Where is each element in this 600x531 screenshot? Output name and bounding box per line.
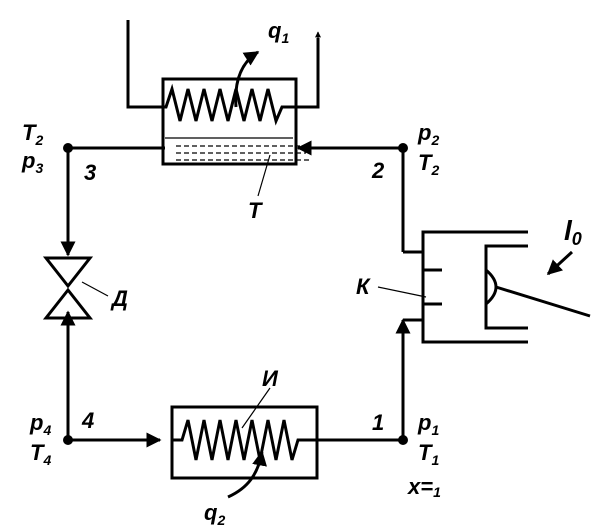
work-arrow bbox=[546, 250, 574, 276]
compressor bbox=[377, 230, 591, 344]
evaporator-leader bbox=[241, 387, 271, 429]
pipe-3-to-throttle bbox=[60, 146, 165, 257]
compressor-label: К bbox=[356, 274, 371, 299]
condenser-label: Т bbox=[248, 198, 263, 223]
heat-in-arrow bbox=[227, 450, 267, 499]
label-p1: p1 bbox=[417, 410, 439, 438]
node-4 bbox=[63, 435, 73, 445]
state-number-1: 1 bbox=[372, 410, 384, 435]
throttle-valve bbox=[42, 256, 109, 320]
condenser-body bbox=[161, 77, 298, 166]
label-t2: T2 bbox=[418, 150, 439, 178]
node-1 bbox=[398, 435, 408, 445]
evaporator-label: И bbox=[262, 366, 279, 391]
label-x1: x=1 bbox=[407, 474, 441, 500]
node-2 bbox=[398, 143, 408, 153]
heat-q2-label: q2 bbox=[204, 500, 225, 528]
evaporator-coil bbox=[172, 419, 318, 461]
throttle-label: Д bbox=[110, 286, 128, 311]
cooling-water-coil bbox=[126, 20, 320, 126]
nodes bbox=[63, 143, 408, 445]
evaporator-body bbox=[170, 405, 319, 480]
piston bbox=[484, 244, 528, 330]
throttle-leader bbox=[81, 281, 109, 297]
throttle-upper-triangle bbox=[42, 256, 94, 289]
work-l0-label: l0 bbox=[564, 215, 582, 249]
label-p3: T2 bbox=[22, 120, 43, 148]
labels: T2 p3 3 p2 T2 2 p4 T4 4 p1 T1 x=1 1 Т Д … bbox=[21, 18, 582, 528]
cylinder-top-wall bbox=[403, 230, 528, 254]
node-3 bbox=[63, 143, 73, 153]
label-p4: p4 bbox=[29, 410, 51, 438]
condenser bbox=[126, 20, 321, 197]
connecting-rod bbox=[495, 285, 591, 318]
state-number-3: 3 bbox=[84, 160, 96, 185]
throttle-lower-triangle bbox=[42, 287, 94, 320]
heat-out-arrow bbox=[234, 50, 260, 108]
label-t4: T4 bbox=[30, 440, 51, 468]
state-number-4: 4 bbox=[81, 408, 94, 433]
condenser-leader bbox=[257, 154, 271, 197]
label-t3: p3 bbox=[21, 148, 43, 176]
label-t1: T1 bbox=[418, 440, 439, 468]
state-number-2: 2 bbox=[371, 158, 385, 183]
heat-q1-label: q1 bbox=[268, 18, 289, 46]
cylinder-bottom-wall bbox=[403, 318, 528, 344]
compressor-leader bbox=[377, 286, 427, 298]
evaporator bbox=[170, 387, 319, 499]
label-p2: p2 bbox=[417, 120, 439, 148]
